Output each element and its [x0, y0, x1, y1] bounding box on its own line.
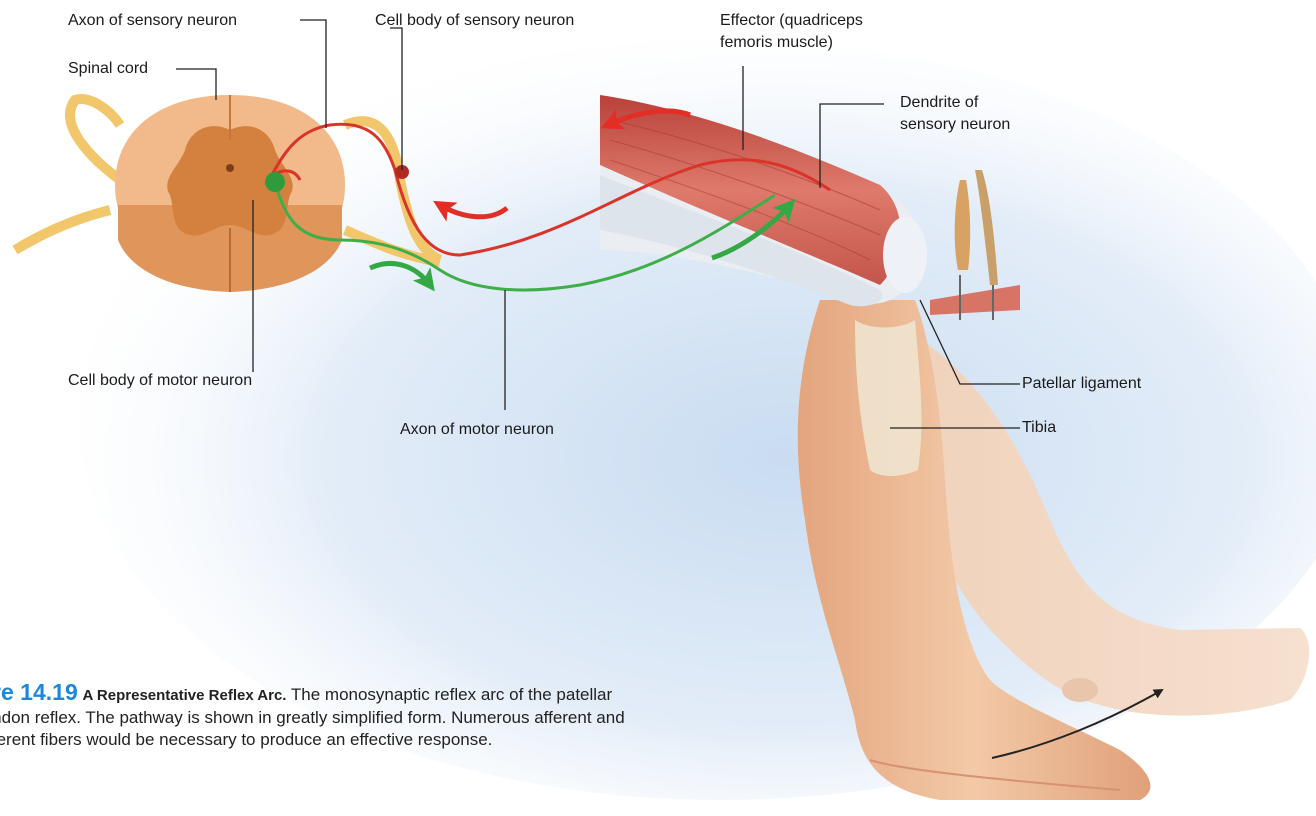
label-dendrite-line2: sensory neuron	[900, 115, 1010, 134]
label-spinal-cord: Spinal cord	[68, 59, 148, 78]
label-cell-body-sensory-neuron: Cell body of sensory neuron	[375, 11, 574, 30]
caption-figure-number: ure 14.19	[0, 679, 78, 705]
figure-caption: ure 14.19 A Representative Reflex Arc. T…	[0, 681, 658, 751]
caption-title: A Representative Reflex Arc.	[82, 687, 286, 704]
motor-cell-body	[265, 172, 285, 192]
label-cell-body-motor-neuron: Cell body of motor neuron	[68, 371, 252, 390]
label-effector-line2: femoris muscle)	[720, 33, 833, 52]
label-effector-line1: Effector (quadriceps	[720, 11, 863, 30]
label-axon-sensory-neuron: Axon of sensory neuron	[68, 11, 237, 30]
label-dendrite-line1: Dendrite of	[900, 93, 978, 112]
label-axon-motor-neuron: Axon of motor neuron	[400, 420, 554, 439]
label-tibia: Tibia	[1022, 418, 1056, 437]
label-patellar-ligament: Patellar ligament	[1022, 374, 1141, 393]
